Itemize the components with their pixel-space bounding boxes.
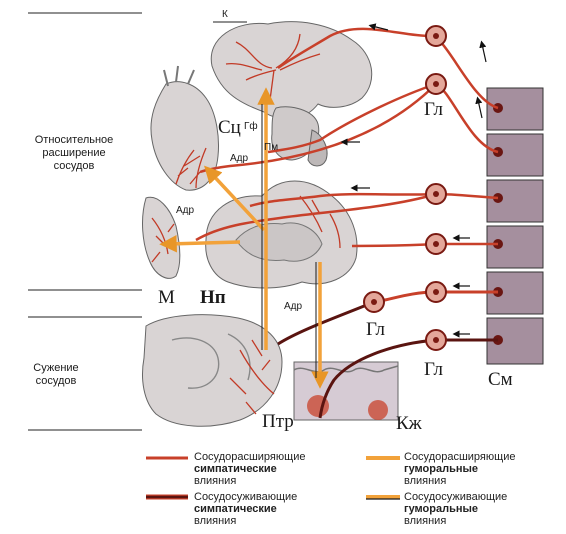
legend-item-sympathetic-dilator: Сосудорасширяющие симпатические влияния [194, 451, 305, 487]
sympathetic-dilator-pathways [195, 27, 499, 248]
legend-item-humoral-dilator: Сосудорасширяющие гуморальные влияния [404, 451, 515, 487]
kidney-illustration [205, 180, 358, 289]
legend-text: Сосудорасширяющие [194, 451, 306, 463]
ganglion-node [425, 281, 447, 303]
cortex-label: К [222, 9, 228, 20]
muscle-illustration [142, 196, 181, 279]
legend-text: симпатические [194, 463, 277, 475]
legend-text: влияния [194, 475, 237, 487]
direction-arrows [340, 23, 487, 338]
constriction-label-line: Сужение [33, 362, 79, 374]
ganglia [363, 25, 447, 351]
legend-swatches [146, 456, 400, 500]
humoral-constrictor-edges [261, 104, 317, 378]
spinal-cord-label: См [488, 369, 513, 390]
humoral-pathways [159, 87, 329, 389]
constriction-label-line: сосудов [35, 375, 77, 387]
pituitary-label: Пм [264, 142, 279, 153]
legend-swatch-humoral-constrictor [366, 495, 400, 500]
skin-section-illustration [293, 361, 399, 421]
ganglion-label: Гл [424, 359, 444, 380]
adrenaline-label: Адр [176, 205, 195, 216]
ganglion-node [363, 291, 385, 313]
ganglion-node [425, 25, 447, 47]
legend-text: влияния [404, 515, 447, 527]
adrenaline-label: Адр [284, 301, 303, 312]
legend-text: Сосудосуживающие [404, 491, 508, 503]
legend-text: Сосудорасширяющие [404, 451, 516, 463]
legend-item-humoral-constrictor: Сосудосуживающие гуморальные влияния [404, 491, 507, 527]
skin-label: Кж [396, 413, 422, 434]
dilation-label-line: Относительное [34, 134, 114, 146]
brain-illustration [210, 21, 373, 167]
legend-text: влияния [194, 515, 237, 527]
dilation-label-line: расширение [42, 147, 106, 159]
hypothalamus-label: Гф [244, 121, 258, 132]
ganglion-node [425, 233, 447, 255]
adrenaline-label: Адр [230, 153, 249, 164]
gut-label: Птр [262, 411, 294, 432]
dilation-label: Относительное расширение сосудов [22, 134, 126, 173]
muscle-label: М [158, 287, 175, 308]
heart-illustration [150, 65, 219, 191]
gut-illustration [142, 314, 283, 427]
legend-text: влияния [404, 475, 447, 487]
dilation-label-line: сосудов [53, 160, 95, 172]
ganglion-node [425, 73, 447, 95]
ganglion-label: Гл [424, 99, 444, 120]
ganglion-node [425, 183, 447, 205]
legend-text: гуморальные [404, 463, 479, 475]
heart-label: Сц [218, 117, 241, 138]
ganglion-label: Гл [366, 319, 386, 340]
constriction-label: Сужение сосудов [22, 362, 90, 388]
kidney-label: Нп [200, 287, 226, 308]
legend-text: симпатические [194, 503, 277, 515]
legend-item-sympathetic-constrictor: Сосудосуживающие симпатические влияния [194, 491, 297, 527]
legend-text: Сосудосуживающие [194, 491, 298, 503]
legend-text: гуморальные [404, 503, 479, 515]
ganglion-node [425, 329, 447, 351]
spinal-cord [486, 87, 544, 365]
